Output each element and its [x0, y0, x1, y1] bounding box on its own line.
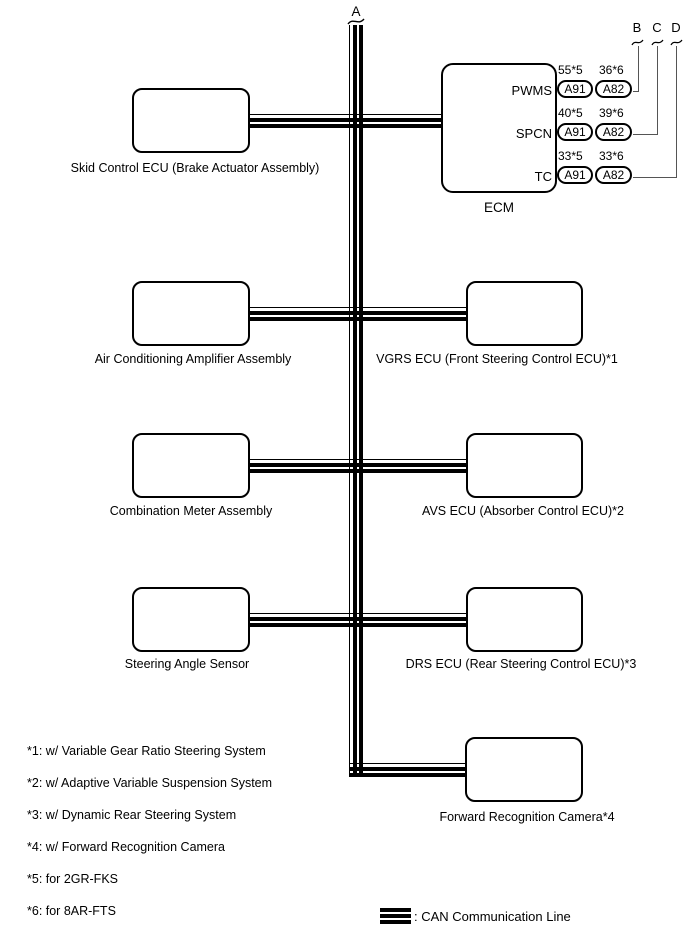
node-box-vgrs-ecu: [466, 281, 583, 346]
ecm-port-spcn: SPCN: [515, 126, 552, 141]
footnote-6: *6: for 8AR-FTS: [27, 904, 116, 918]
can-main-bus: [349, 25, 363, 777]
node-label-steering-angle-sensor: Steering Angle Sensor: [124, 657, 250, 671]
node-label-drs-ecu: DRS ECU (Rear Steering Control ECU)*3: [405, 657, 637, 671]
ecm-port-tc: TC: [534, 169, 552, 184]
node-label-avs-ecu: AVS ECU (Absorber Control ECU)*2: [422, 504, 624, 518]
footnote-4: *4: w/ Forward Recognition Camera: [27, 840, 225, 854]
pin-number: 33*6: [599, 149, 624, 163]
can-line-legend-icon: [380, 908, 411, 924]
line-break-icon: [347, 18, 365, 25]
branch-label-c: C: [652, 20, 662, 35]
bus-label-a: A: [351, 4, 361, 19]
node-box-ecm: [441, 63, 557, 193]
pin-number: 39*6: [599, 106, 624, 120]
branch-line-b: [633, 46, 639, 92]
node-box-avs-ecu: [466, 433, 583, 498]
can-branch-camera: [349, 763, 466, 777]
legend-label: : CAN Communication Line: [414, 909, 571, 924]
node-box-drs-ecu: [466, 587, 583, 652]
pin-number: 33*5: [558, 149, 583, 163]
node-box-skid-control-ecu: [132, 88, 250, 153]
node-label-skid-control-ecu: Skid Control ECU (Brake Actuator Assembl…: [70, 161, 320, 175]
branch-line-d: [633, 46, 677, 178]
ecm-port-pwms: PWMS: [511, 83, 552, 98]
footnote-1: *1: w/ Variable Gear Ratio Steering Syst…: [27, 744, 266, 758]
node-label-forward-camera: Forward Recognition Camera*4: [439, 810, 615, 824]
connector-oval-a82: A82: [595, 166, 632, 184]
node-label-ecm: ECM: [484, 200, 514, 215]
node-box-steering-angle-sensor: [132, 587, 250, 652]
pin-number: 40*5: [558, 106, 583, 120]
footnote-2: *2: w/ Adaptive Variable Suspension Syst…: [27, 776, 273, 790]
line-break-icon: [670, 39, 683, 46]
footnote-3: *3: w/ Dynamic Rear Steering System: [27, 808, 237, 822]
pin-number: 55*5: [558, 63, 583, 77]
node-box-combination-meter: [132, 433, 250, 498]
node-label-combination-meter: Combination Meter Assembly: [109, 504, 273, 518]
node-label-vgrs-ecu: VGRS ECU (Front Steering Control ECU)*1: [376, 352, 618, 366]
line-break-icon: [651, 39, 664, 46]
branch-line-c: [633, 46, 658, 135]
node-label-ac-amplifier: Air Conditioning Amplifier Assembly: [94, 352, 292, 366]
branch-label-d: D: [671, 20, 681, 35]
can-branch-row1: [250, 114, 441, 128]
connector-oval-a91: A91: [557, 80, 593, 98]
node-box-forward-camera: [465, 737, 583, 802]
branch-label-b: B: [632, 20, 642, 35]
connector-oval-a82: A82: [595, 80, 632, 98]
connector-oval-a91: A91: [557, 166, 593, 184]
connector-oval-a91: A91: [557, 123, 593, 141]
node-box-ac-amplifier: [132, 281, 250, 346]
footnote-5: *5: for 2GR-FKS: [27, 872, 118, 886]
pin-number: 36*6: [599, 63, 624, 77]
line-break-icon: [631, 39, 644, 46]
connector-oval-a82: A82: [595, 123, 632, 141]
